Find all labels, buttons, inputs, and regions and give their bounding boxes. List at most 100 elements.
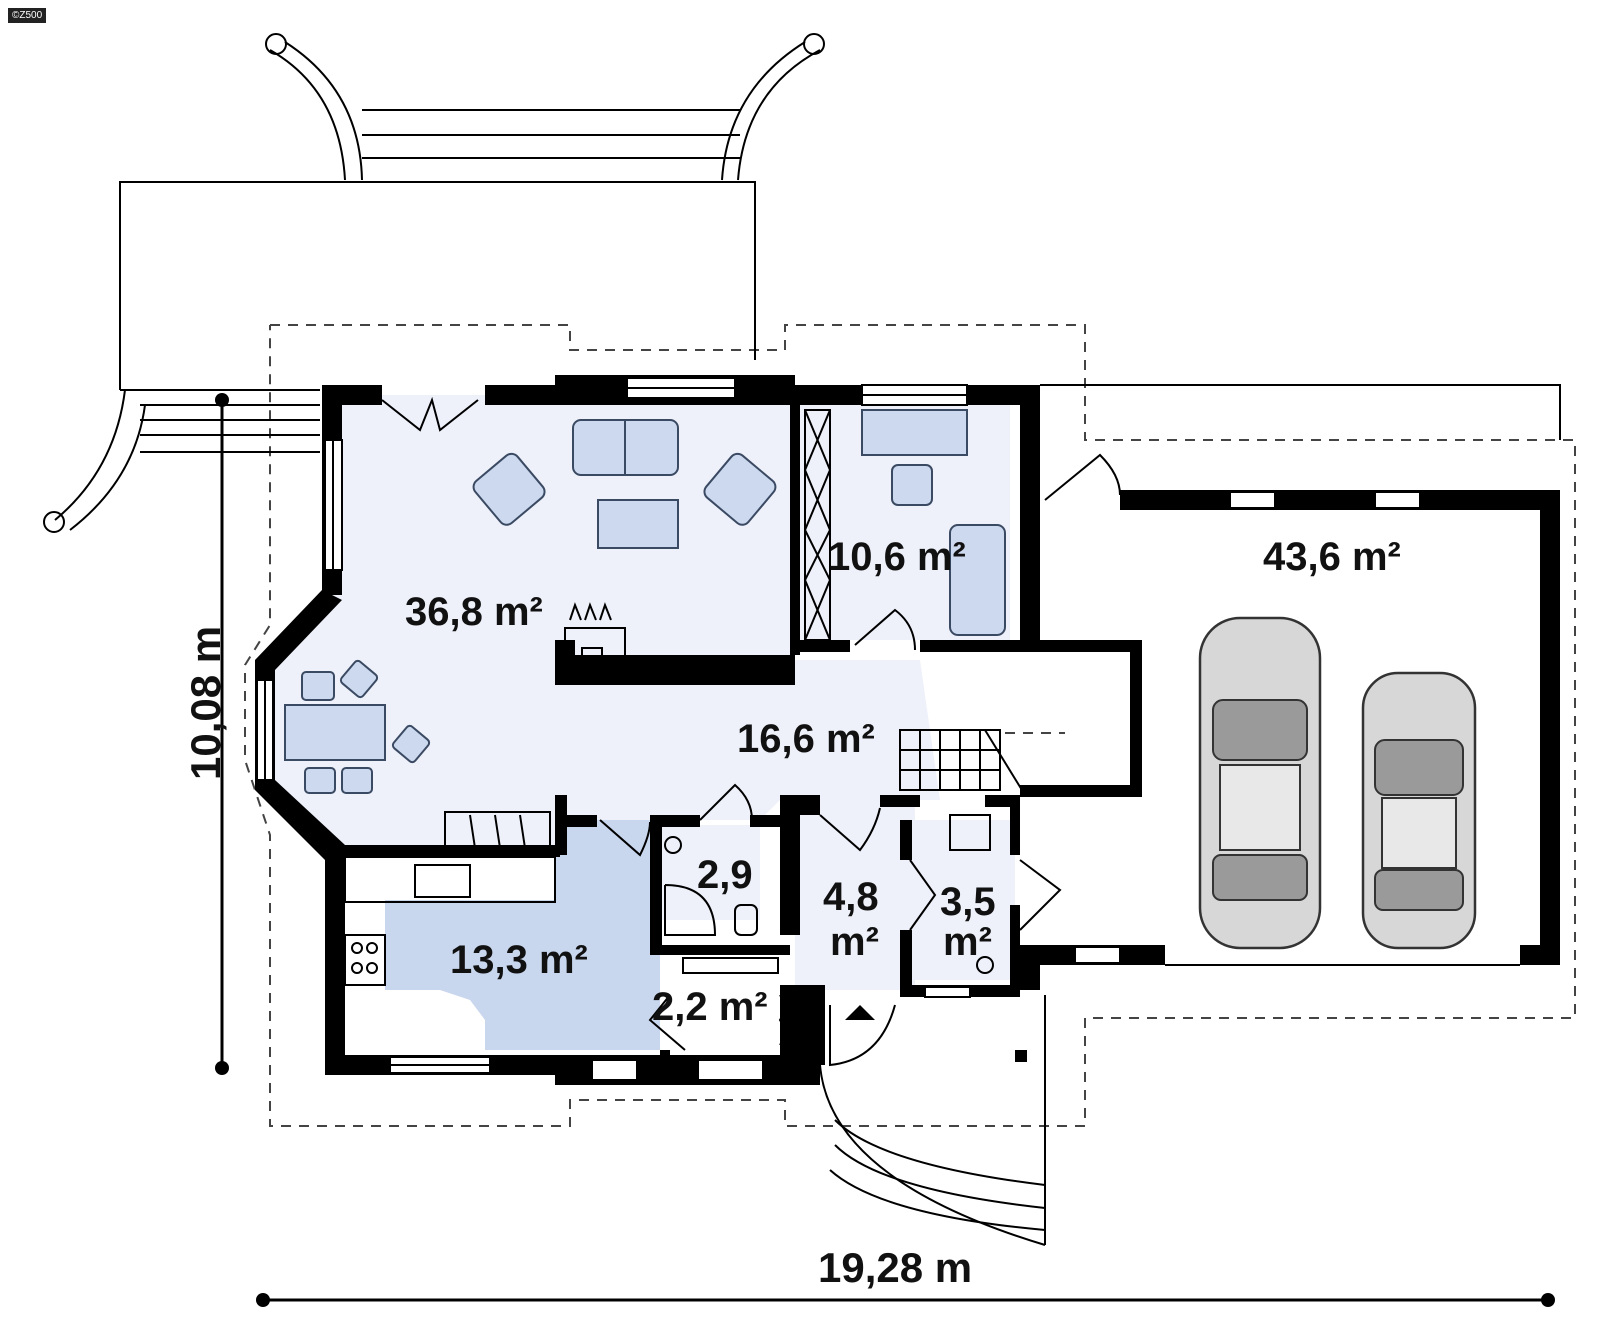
stair-rail (737, 49, 821, 181)
room-label-closet: 2,2 m² (652, 985, 768, 1029)
entrance-step (829, 1169, 1046, 1231)
kitchen-counter (344, 856, 556, 903)
car-large-icon (1198, 616, 1322, 950)
post-icon (1015, 1050, 1027, 1062)
office-chair (891, 464, 933, 506)
room-label-utility-unit: m² (943, 920, 992, 964)
terrace-rail (69, 404, 146, 531)
room-label-kitchen: 13,3 m² (450, 938, 588, 982)
coffee-table (597, 499, 679, 549)
wall (1540, 490, 1560, 965)
wall (567, 815, 597, 827)
post-icon (265, 33, 287, 55)
staircase (899, 729, 1001, 791)
window (1074, 946, 1121, 964)
entrance-arrow-icon (845, 1005, 875, 1020)
wall (1020, 385, 1040, 505)
stair-rail (721, 41, 806, 181)
wc-door (699, 783, 753, 821)
closet-panel (778, 994, 797, 1046)
wall (555, 655, 795, 685)
garage-roof-line (1040, 384, 1561, 440)
window (591, 1059, 638, 1081)
dining-table (284, 704, 386, 761)
vestibule-door (819, 807, 881, 852)
wardrobe (804, 409, 831, 641)
wall (660, 1050, 670, 1075)
wall (325, 845, 345, 1075)
garage-door (1044, 453, 1121, 501)
entrance-step (834, 1144, 1046, 1209)
width-dimension-label: 19,28 m (818, 1244, 972, 1291)
room-label-vestibule: 4,8 (823, 875, 879, 919)
chair (301, 671, 335, 701)
wall (1020, 785, 1142, 797)
wall (555, 795, 567, 855)
vestibule-floor (795, 800, 915, 990)
room-label-office: 10,6 m² (828, 535, 966, 579)
wall (880, 795, 920, 807)
wall (900, 930, 912, 990)
post-icon (43, 511, 65, 533)
wall (790, 640, 850, 652)
wall (1010, 905, 1020, 995)
stair-rail (284, 41, 363, 181)
toilet-icon (734, 904, 758, 936)
chair (391, 724, 431, 764)
shower-icon (664, 884, 717, 936)
wall (800, 795, 820, 815)
height-dimension-label: 10,08 m (182, 626, 229, 780)
utility-inner-door (909, 859, 937, 931)
closet-door (648, 994, 686, 1051)
window (924, 986, 971, 998)
room-label-vestibule-unit: m² (830, 920, 879, 964)
wall (1520, 945, 1560, 965)
wall (1020, 505, 1040, 640)
window (1374, 491, 1421, 509)
kitchen-floor (385, 820, 660, 1050)
armchair (472, 452, 546, 526)
chair (341, 767, 373, 794)
roof-outline (244, 324, 1576, 1127)
wall (1020, 945, 1040, 990)
sink-icon (414, 864, 471, 898)
car-small-icon (1361, 671, 1477, 950)
entrance-step (819, 1064, 1046, 1246)
wall (1120, 490, 1560, 510)
chair (339, 659, 379, 699)
wall (650, 815, 662, 955)
wall (790, 385, 800, 655)
closet-shelf (682, 957, 779, 974)
stove-icon (344, 934, 386, 986)
terrace-door (381, 396, 479, 432)
room-label-garage: 43,6 m² (1263, 535, 1401, 579)
washbasin-icon (664, 836, 682, 854)
office-door (854, 608, 916, 651)
entrance-door (829, 1004, 896, 1067)
terrace-outline (119, 181, 756, 390)
utility-door (1019, 859, 1062, 931)
desk (861, 409, 968, 456)
living-room-floor (270, 395, 940, 850)
room-label-hall: 16,6 m² (737, 717, 875, 761)
wall (920, 640, 1140, 652)
wall (1130, 640, 1142, 795)
wall (650, 815, 700, 827)
wall (650, 945, 790, 955)
watermark-logo: ©Z500 (8, 8, 47, 23)
office-sofa (949, 524, 1006, 636)
terrace-rail (54, 389, 126, 521)
wall (325, 845, 560, 857)
entrance-step (834, 1119, 1046, 1186)
chair (304, 767, 336, 794)
room-label-utility: 3,5 (940, 880, 996, 924)
wall (255, 780, 345, 860)
window (1229, 491, 1276, 509)
kitchen-door (599, 819, 651, 857)
stair-rail (269, 49, 346, 181)
armchair (703, 452, 777, 526)
room-label-wc: 2,9 (697, 853, 753, 897)
wall (1010, 795, 1020, 855)
wall (900, 820, 912, 860)
